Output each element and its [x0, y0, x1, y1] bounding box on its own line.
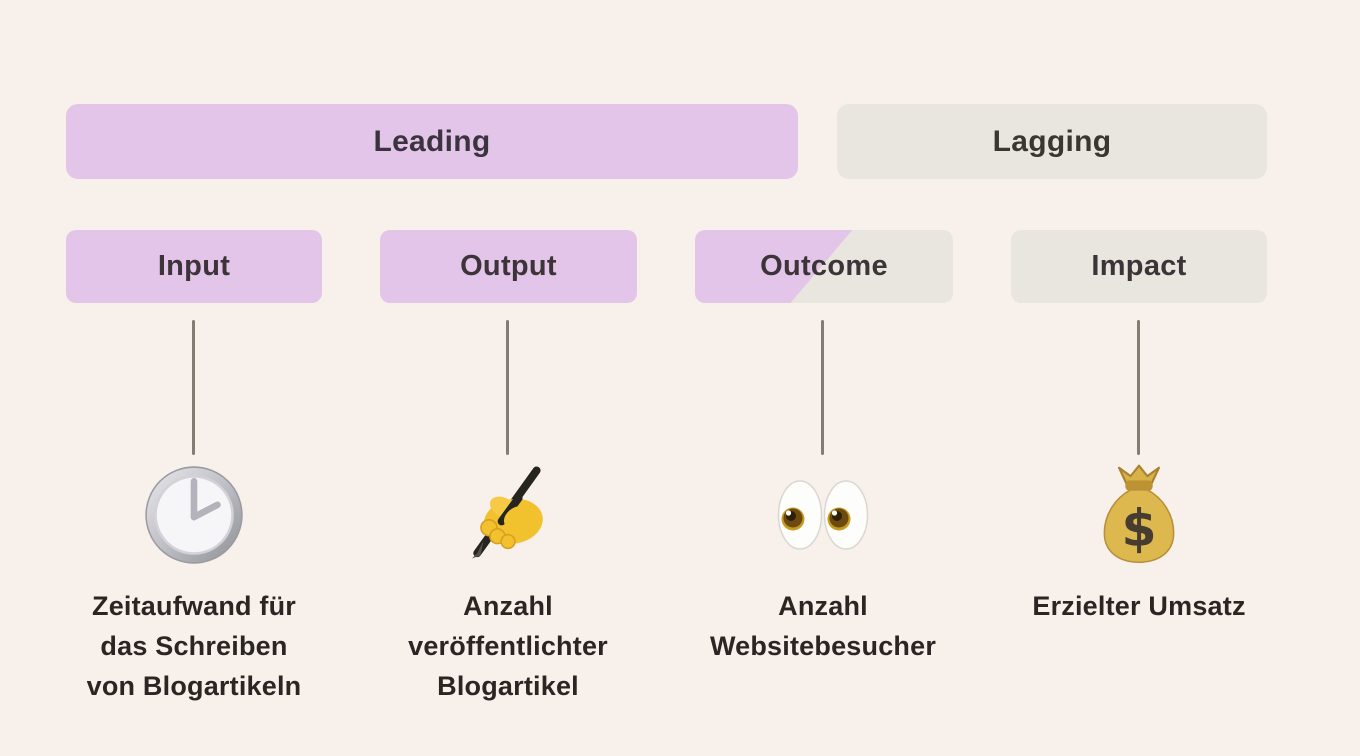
impact-description: Erzielter Umsatz	[1032, 591, 1246, 621]
outcome-pill-label: Outcome	[760, 250, 888, 282]
money-bag-icon: $	[1103, 464, 1175, 564]
svg-text:$: $	[1121, 498, 1156, 557]
outcome-description: Anzahl Websitebesucher	[709, 591, 937, 661]
output-icon-box	[453, 460, 563, 570]
input-pill: Input	[66, 230, 322, 303]
impact-pill: Impact	[1011, 230, 1267, 303]
impact-connector-line	[1137, 320, 1140, 455]
impact-pill-label: Impact	[1091, 250, 1187, 282]
output-connector-line	[506, 320, 509, 455]
eyes-icon	[777, 480, 869, 550]
writing-hand-icon	[471, 466, 543, 559]
lagging-bar: Lagging	[837, 104, 1267, 179]
input-icon-box	[139, 460, 249, 570]
lagging-bar-label: Lagging	[992, 124, 1112, 158]
output-description: Anzahl veröffentlichter Blogartikel	[408, 591, 608, 701]
input-connector-line	[192, 320, 195, 455]
leading-bar-label: Leading	[373, 124, 491, 158]
impact-icon-box: $	[1084, 460, 1194, 570]
output-pill: Output	[380, 230, 637, 303]
outcome-pill: Outcome	[695, 230, 953, 303]
input-pill-label: Input	[157, 250, 231, 282]
outcome-icon-box	[768, 460, 878, 570]
input-description: Zeitaufwand für das Schreiben von Blogar…	[86, 591, 302, 701]
outcome-connector-line	[821, 320, 824, 455]
leading-bar: Leading	[66, 104, 798, 179]
clock-icon	[145, 466, 243, 564]
output-pill-label: Output	[460, 250, 557, 282]
